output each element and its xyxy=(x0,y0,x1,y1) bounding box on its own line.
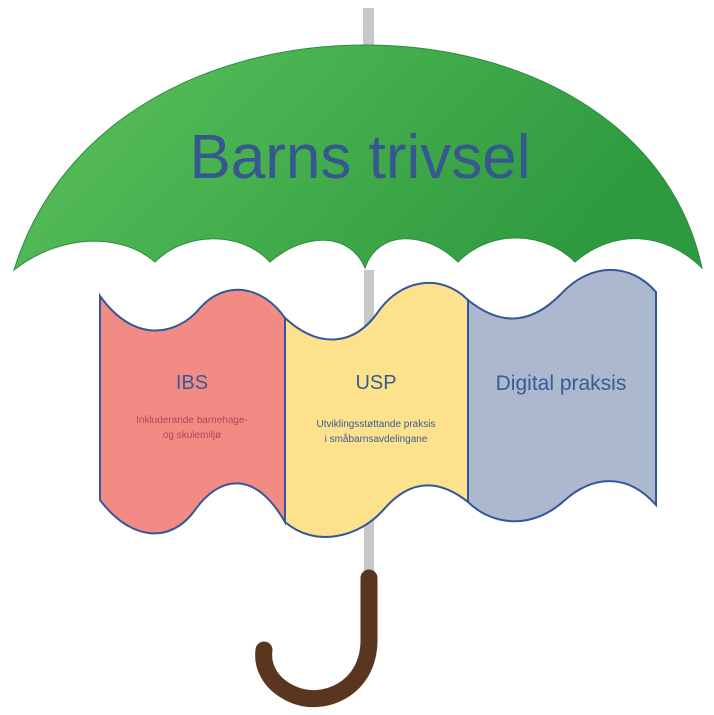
umbrella-canopy xyxy=(13,44,703,272)
panel-ibs-shape xyxy=(99,288,286,535)
panel-digital-shape xyxy=(467,268,657,523)
panel-ibs-title: IBS xyxy=(176,372,208,394)
umbrella-shaft-top xyxy=(363,8,374,70)
panel-usp-title: USP xyxy=(355,372,396,394)
panel-usp-subtitle-line-2: i småbarnsavdelingane xyxy=(325,433,428,445)
umbrella-handle xyxy=(255,569,378,707)
panel-usp-subtitle-line-1: Utviklingsstøttande praksis xyxy=(317,419,436,430)
panel-usp-shape xyxy=(284,282,469,538)
page-title: Barns trivsel xyxy=(189,123,530,192)
panel-usp: USP Utviklingsstøttande praksis i småbar… xyxy=(284,282,469,538)
panel-ibs-subtitle-line-1: Inkluderande barnehage- xyxy=(136,415,248,426)
panel-ibs-subtitle-line-2: og skulemiljø xyxy=(163,430,221,441)
panel-digital-title: Digital praksis xyxy=(496,372,627,395)
panel-digital: Digital praksis xyxy=(467,268,657,523)
panel-ibs: IBS Inkluderande barnehage- og skulemilj… xyxy=(99,288,286,535)
